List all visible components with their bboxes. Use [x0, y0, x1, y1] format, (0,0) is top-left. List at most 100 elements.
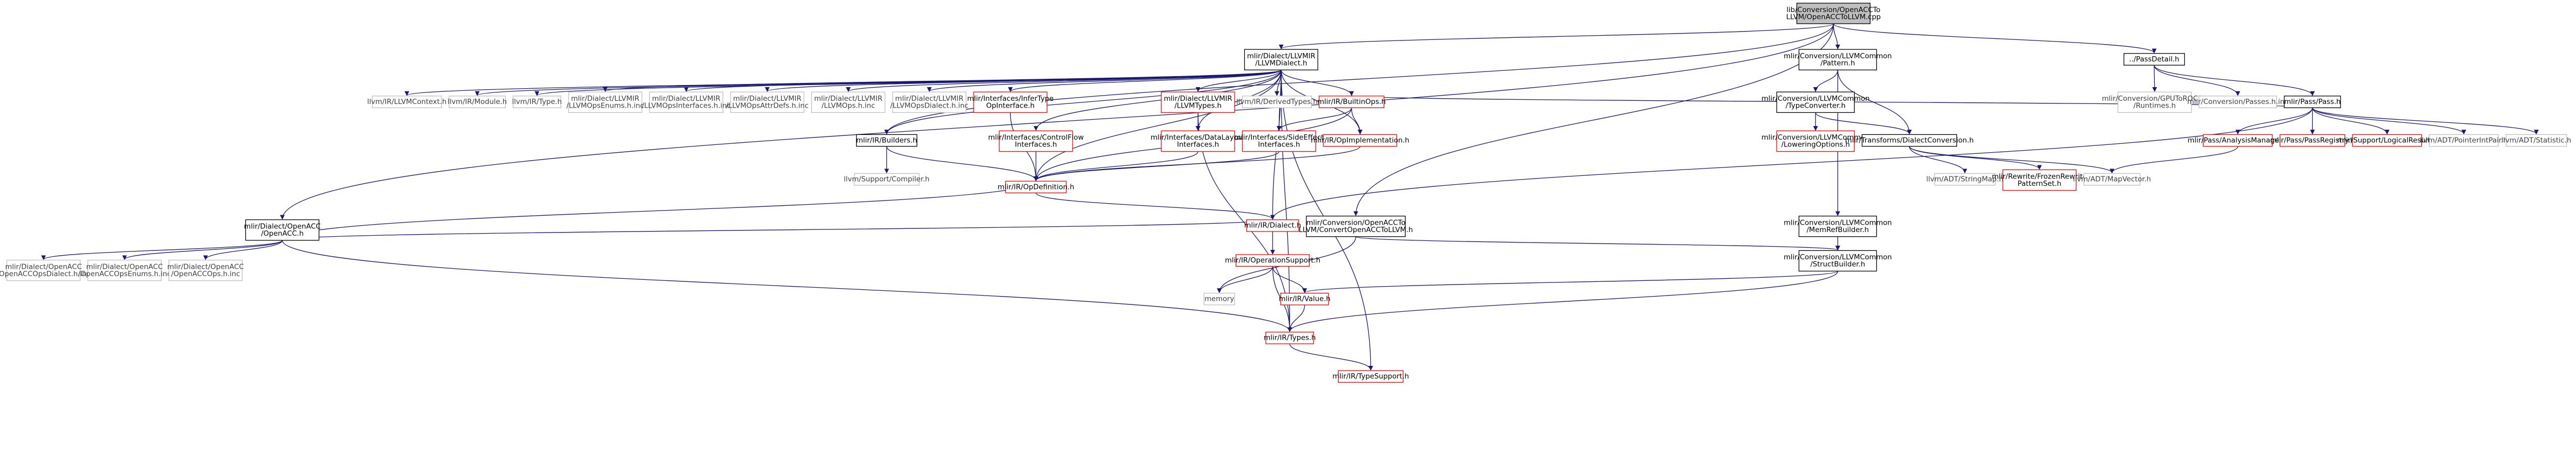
node-memory[interactable]: memory	[1203, 292, 1235, 306]
node-label-line: mlir/IR/OperationSupport.h	[1225, 256, 1320, 265]
node-label-line: /OpenACC.h	[261, 229, 304, 238]
node-box	[1235, 254, 1310, 267]
node-gputorocdl[interactable]: mlir/Conversion/GPUToROCDL/Runtimes.h	[2102, 91, 2208, 113]
edge-root-to-passdetail	[1833, 23, 2157, 54]
node-label-line: mlir/Transforms/DialectConversion.h	[1845, 136, 1974, 145]
node-llvmopsdialect[interactable]: mlir/Dialect/LLVMIR/LLVMOpsDialect.h.inc	[890, 91, 968, 113]
node-compiler[interactable]: llvm/Support/Compiler.h	[844, 173, 929, 186]
node-llvmdialect[interactable]: mlir/Dialect/LLVMIR/LLVMDialect.h	[1244, 49, 1319, 70]
edge-llvmdialect-to-datalayout	[1195, 70, 1282, 131]
node-passregistry[interactable]: mlir/Pass/PassRegistry.h	[2270, 134, 2355, 147]
node-label-line: Interfaces.h	[1015, 141, 1057, 149]
node-label-line: /Pattern.h	[1821, 59, 1855, 67]
node-llvmops[interactable]: mlir/Dialect/LLVMIR/LLVMOps.h.inc	[811, 91, 885, 113]
node-llvmtype[interactable]: llvm/IR/Type.h	[512, 96, 562, 108]
node-builtinops[interactable]: mlir/IR/BuiltinOps.h	[1317, 96, 1386, 108]
edge-llvmdialect-to-llvmops	[846, 69, 1282, 92]
node-structbuilder[interactable]: mlir/Conversion/LLVMCommon/StructBuilder…	[1783, 250, 1892, 272]
node-typeconverter[interactable]: mlir/Conversion/LLVMCommon/TypeConverter…	[1761, 91, 1869, 113]
node-opsupport[interactable]: mlir/IR/OperationSupport.h	[1225, 254, 1320, 267]
node-label-line: llvm/IR/LLVMContext.h	[367, 98, 446, 106]
node-label-line: /LLVMOpsDialect.h.inc	[890, 102, 968, 110]
node-box	[1319, 96, 1385, 108]
node-pass[interactable]: mlir/Pass/Pass.h	[2284, 96, 2341, 108]
node-typesupport[interactable]: mlir/IR/TypeSupport.h	[1332, 370, 1409, 383]
node-llvmopsattrdefs[interactable]: mlir/Dialect/LLVMIR/LLVMOpsAttrDefs.h.in…	[726, 91, 809, 113]
edge-passdetail-to-passesinc	[2154, 65, 2240, 96]
node-dialect[interactable]: mlir/IR/Dialect.h	[1244, 219, 1301, 232]
edge-types-to-typesupport	[1289, 343, 1373, 371]
node-builders[interactable]: mlir/IR/Builders.h	[856, 134, 917, 147]
node-box	[2203, 134, 2273, 147]
node-label-line: mlir/Rewrite/FrozenRewrite	[1992, 172, 2087, 181]
node-label-line: llvm/ADT/Statistic.h	[2502, 136, 2571, 145]
node-label-line: mlir/IR/BuiltinOps.h	[1317, 98, 1386, 106]
node-label-line: llvm/ADT/MapVector.h	[2073, 175, 2151, 184]
node-box	[6, 259, 81, 281]
node-box	[372, 96, 442, 108]
node-label-line: memory	[1204, 295, 1234, 303]
node-box	[1323, 134, 1397, 147]
node-llvmcommon_pattern[interactable]: mlir/Conversion/LLVMCommon/Pattern.h	[1783, 49, 1892, 70]
node-box	[1242, 130, 1317, 152]
node-box	[2506, 134, 2567, 147]
edge-dialectconversion-to-stringmap	[1909, 146, 1968, 174]
node-passdetail[interactable]: ../PassDetail.h	[2123, 53, 2185, 66]
node-passesinc[interactable]: mlir/Conversion/Passes.h.inc	[2187, 96, 2289, 108]
node-opdefinition[interactable]: mlir/IR/OpDefinition.h	[998, 181, 1074, 194]
node-oaccopsinc[interactable]: mlir/Dialect/OpenACC/OpenACCOps.h.inc	[167, 259, 244, 281]
node-label-line: /LoweringOptions.h	[1781, 141, 1850, 149]
node-label-line: /OpenACCOpsDialect.h.inc	[0, 270, 90, 278]
node-convertopenacc[interactable]: mlir/Conversion/OpenACCToLLVM/ConvertOpe…	[1299, 215, 1413, 237]
node-label-line: mlir/IR/Value.h	[1279, 295, 1331, 303]
node-box	[2198, 96, 2277, 108]
node-openacc[interactable]: mlir/Dialect/OpenACC/OpenACC.h	[244, 219, 320, 241]
node-box	[168, 259, 243, 281]
edge-opimpl-to-opdefinition	[1033, 146, 1361, 182]
node-box	[1244, 49, 1319, 70]
node-statistic[interactable]: llvm/ADT/Statistic.h	[2502, 134, 2571, 147]
node-llvmmodule[interactable]: llvm/IR/Module.h	[447, 96, 507, 108]
node-box	[853, 173, 920, 186]
node-label-line: mlir/Dialect/OpenACC	[5, 262, 82, 271]
node-label-line: mlir/Dialect/LLVMIR	[1164, 94, 1232, 103]
node-llvmcontext[interactable]: llvm/IR/LLVMContext.h	[367, 96, 446, 108]
edge-llvmdialect-to-llvmopsattrdefs	[765, 69, 1282, 92]
node-box	[892, 91, 967, 113]
node-llvmopsinterfaces[interactable]: mlir/Dialect/LLVMIR/LLVMOpsInterfaces.h.…	[642, 91, 731, 113]
node-value[interactable]: mlir/IR/Value.h	[1279, 292, 1331, 306]
node-box	[973, 91, 1047, 113]
node-label-line: llvm/Support/Compiler.h	[844, 175, 929, 184]
node-opimpl[interactable]: mlir/IR/OpImplementation.h	[1311, 134, 1409, 147]
node-derivedtypes[interactable]: llvm/IR/DerivedTypes.h	[1236, 96, 1318, 108]
node-llvmtypes[interactable]: mlir/Dialect/LLVMIR/LLVMTypes.h	[1161, 91, 1235, 113]
node-memrefbuilder[interactable]: mlir/Conversion/LLVMCommon/MemRefBuilder…	[1783, 215, 1892, 237]
node-label-line: mlir/Conversion/LLVMCommon	[1783, 52, 1891, 60]
node-oaccenumsinc[interactable]: mlir/Dialect/OpenACC/OpenACCOpsEnums.h.i…	[78, 259, 171, 281]
node-stringmap[interactable]: llvm/ADT/StringMap.h	[1926, 173, 2003, 186]
node-pointerintpair[interactable]: llvm/ADT/PointerIntPair.h	[2420, 134, 2508, 147]
node-box	[1005, 181, 1067, 194]
node-label-line: /LLVMDialect.h	[1255, 59, 1307, 67]
edge-builders-to-opdefinition	[886, 146, 1039, 182]
node-logicalresult[interactable]: mlir/Support/LogicalResult.h	[2337, 134, 2438, 147]
node-llvmopsenums[interactable]: mlir/Dialect/LLVMIR/LLVMOpsEnums.h.inc	[566, 91, 644, 113]
node-types[interactable]: mlir/IR/Types.h	[1264, 331, 1316, 344]
node-box	[2123, 53, 2185, 66]
node-label-line: /LLVMOpsEnums.h.inc	[566, 102, 644, 110]
node-root[interactable]: lib/Conversion/OpenACCToLLVM/OpenACCToLL…	[1786, 3, 1881, 24]
node-dialectconversion[interactable]: mlir/Transforms/DialectConversion.h	[1845, 134, 1974, 147]
edge-opsupport-to-memory	[1217, 266, 1273, 293]
node-mapvector[interactable]: llvm/ADT/MapVector.h	[2073, 173, 2151, 186]
node-analysismanager[interactable]: mlir/Pass/AnalysisManager.h	[2187, 134, 2288, 147]
node-loweringoptions[interactable]: mlir/Conversion/LLVMCommon/LoweringOptio…	[1761, 130, 1869, 152]
node-label-line: Interfaces.h	[1258, 141, 1300, 149]
node-label-line: mlir/Conversion/LLVMCommon	[1761, 133, 1869, 142]
node-oaccdialectinc[interactable]: mlir/Dialect/OpenACC/OpenACCOpsDialect.h…	[0, 259, 90, 281]
